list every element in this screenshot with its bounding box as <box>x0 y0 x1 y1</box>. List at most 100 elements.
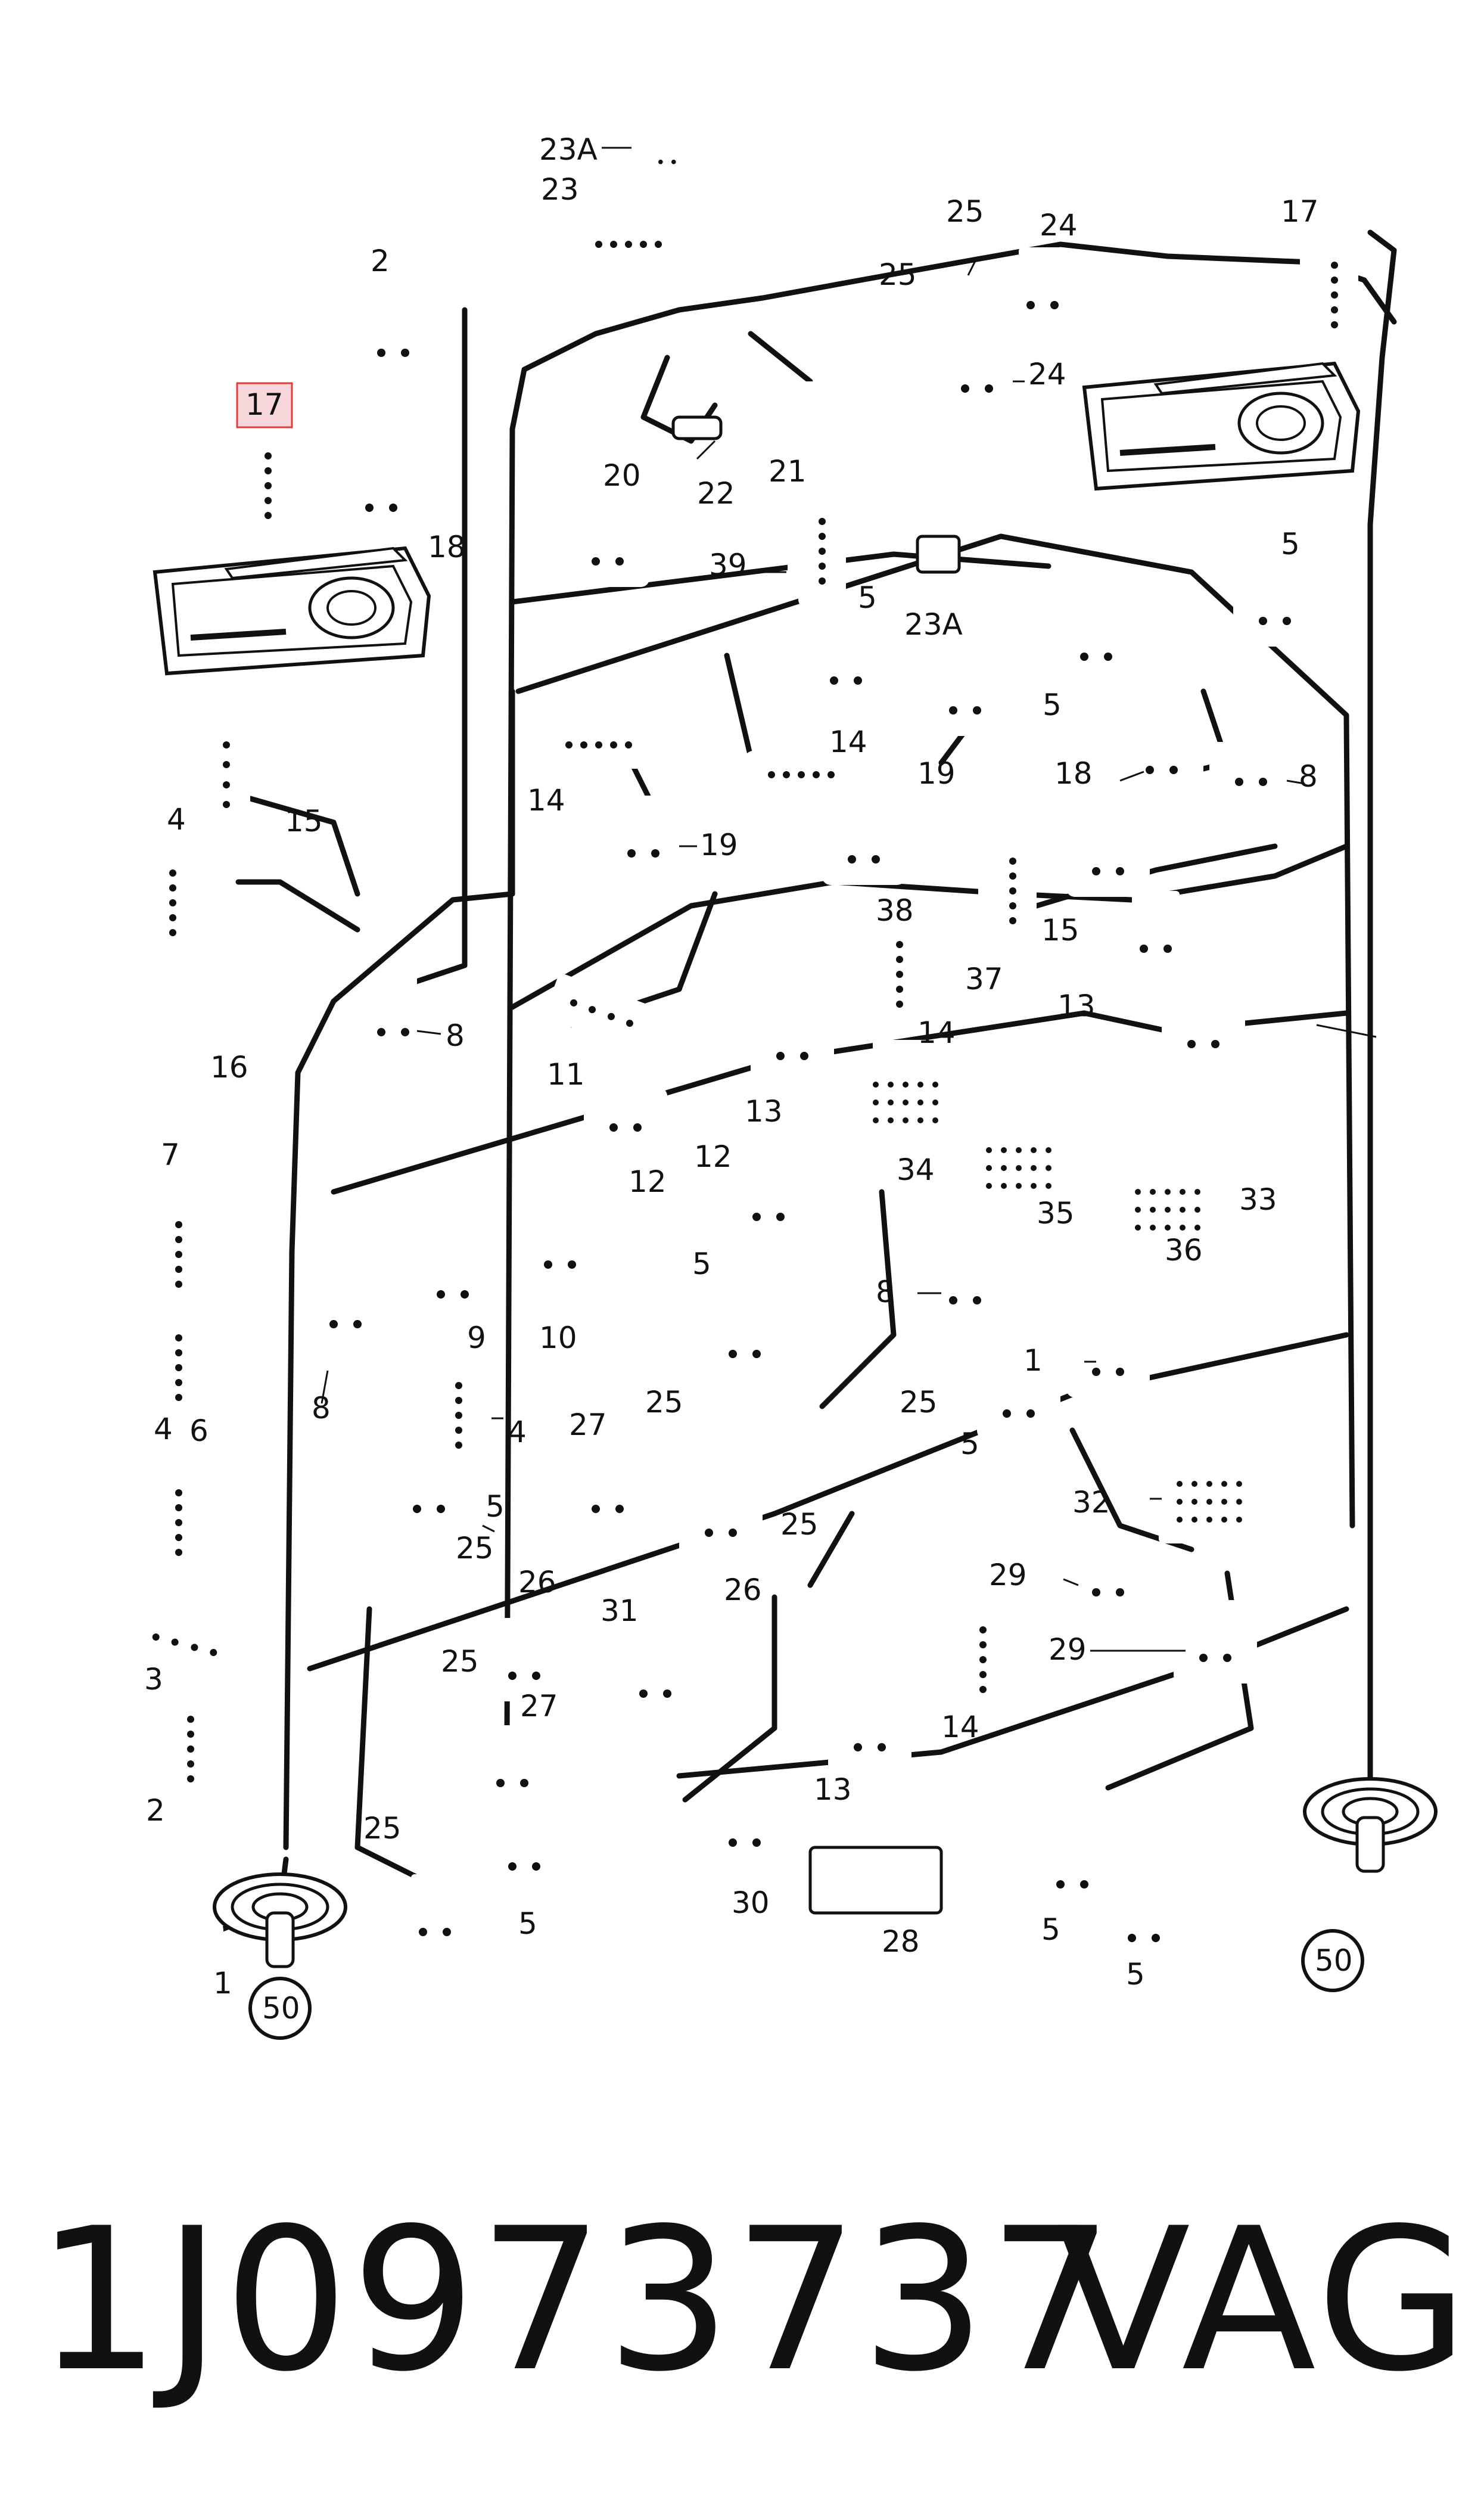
connector-6-icon <box>144 1317 203 1424</box>
connector-14-c-icon <box>865 924 923 1031</box>
connector-27-b-icon <box>471 1725 554 1809</box>
part-number: 1J0973737 <box>36 2186 1116 2415</box>
connector-5-b-icon <box>1054 599 1138 682</box>
callout-5-g: 5 <box>518 1906 537 1941</box>
components <box>126 130 1436 2044</box>
connector-32-icon <box>1159 1439 1260 1543</box>
callout-4-b: 4 <box>508 1415 527 1449</box>
callout-18-a: 18 <box>428 530 466 564</box>
connector-5-i-icon <box>1102 1880 1186 1964</box>
connector-23a-mid-icon <box>916 535 961 574</box>
grommet-left-icon <box>214 1874 346 1967</box>
callout-27-b: 27 <box>520 1689 558 1723</box>
connector-19-b-icon <box>602 796 685 879</box>
right-headlamp-icon <box>1084 364 1358 489</box>
connector-10-icon <box>518 1207 602 1290</box>
connector-2-top-icon <box>351 295 435 378</box>
connector-26-a-icon <box>679 1475 763 1558</box>
connector-24-a-icon <box>1001 247 1084 331</box>
highlighted-callout-box <box>236 382 293 428</box>
connector-11-icon <box>543 972 661 1054</box>
connector-8-c-icon <box>304 1266 387 1350</box>
connector-5-d-icon <box>703 1296 786 1380</box>
callout-25-d: 25 <box>900 1385 938 1420</box>
callout-35: 35 <box>1037 1196 1075 1231</box>
connector-20-icon <box>566 504 649 587</box>
connector-27-a-icon <box>566 1451 649 1535</box>
callout-5-c: 5 <box>1043 688 1062 722</box>
callout-17-right: 17 <box>1281 194 1319 229</box>
callout-29-a: 29 <box>989 1558 1027 1592</box>
connector-5-c-icon <box>1233 563 1317 647</box>
callout-28: 28 <box>882 1924 920 1959</box>
callout-12-a: 12 <box>629 1164 667 1199</box>
callout-17-left: 17 <box>245 387 284 422</box>
connector-13-c-top-icon <box>1162 986 1245 1070</box>
callout-23: 23 <box>541 172 579 207</box>
callout-8-c: 8 <box>876 1275 895 1309</box>
connector-19-a-icon <box>923 653 1007 736</box>
connector-15-b-icon <box>1066 813 1150 897</box>
callout-14-a: 14 <box>527 783 565 818</box>
connector-29-b-icon <box>1174 1600 1257 1684</box>
callout-10: 10 <box>539 1321 577 1355</box>
callout-4-c: 4 <box>154 1412 173 1446</box>
callout-7: 7 <box>161 1138 180 1172</box>
callout-labels: 23A 23 25 24 17 2 25 24 17 22 21 18 20 3… <box>144 132 1353 2026</box>
callout-26-b: 26 <box>518 1565 556 1599</box>
callout-14-b: 14 <box>829 725 867 759</box>
callout-34: 34 <box>897 1153 935 1187</box>
callout-50-a: 50 <box>262 1991 300 2026</box>
callout-16: 16 <box>210 1050 248 1085</box>
callout-24-a: 24 <box>1040 208 1078 243</box>
callout-8-a: 8 <box>1299 759 1318 794</box>
connector-13-b-icon <box>751 998 834 1082</box>
connector-5-h-icon <box>1031 1827 1114 1910</box>
connector-21-icon <box>771 381 861 513</box>
callout-8-d: 8 <box>312 1391 331 1425</box>
connector-5-j-icon <box>393 1874 477 1958</box>
connector-23-icon <box>572 210 679 268</box>
connector-18-a-icon <box>340 450 423 533</box>
callout-14-d: 14 <box>941 1710 979 1744</box>
callout-13-a: 13 <box>1057 989 1096 1023</box>
callout-18-b: 18 <box>1054 756 1093 791</box>
callout-32: 32 <box>1072 1485 1110 1520</box>
footer-bar: 1J0973737 VAG <box>0 2175 1484 2425</box>
callout-19-a: 19 <box>917 756 956 791</box>
connector-9-icon <box>411 1237 494 1320</box>
connector-4-a-icon <box>138 852 197 959</box>
callout-5-d: 5 <box>692 1247 711 1281</box>
callout-15-a: 15 <box>285 804 323 838</box>
connector-5-g-icon <box>483 1809 566 1892</box>
connector-17-left-icon <box>234 435 292 542</box>
callout-19-b: 19 <box>700 828 738 862</box>
callout-1-b: 1 <box>213 1966 232 2001</box>
callout-12-b: 12 <box>694 1139 732 1174</box>
callout-25-g: 25 <box>441 1644 479 1679</box>
connector-14-a-icon <box>542 710 649 769</box>
callout-5-a: 5 <box>858 580 877 615</box>
connector-35-icon <box>968 1105 1069 1210</box>
connector-1-b-icon <box>134 1913 223 2044</box>
callout-20: 20 <box>603 458 641 493</box>
callout-13-b: 13 <box>745 1094 783 1129</box>
manufacturer-name: VAG <box>1056 2186 1472 2415</box>
grommet-right-icon <box>1305 1779 1436 1871</box>
callout-14-c: 14 <box>917 1015 956 1050</box>
callout-26-a: 26 <box>724 1573 762 1607</box>
callout-4-a: 4 <box>167 802 186 837</box>
connector-38-icon <box>822 802 906 885</box>
callout-9: 9 <box>467 1321 486 1355</box>
connector-4-c-icon <box>144 1472 203 1579</box>
callout-2-bottom: 2 <box>146 1793 165 1828</box>
connector-34-icon <box>855 1040 956 1144</box>
callout-25-b: 25 <box>879 257 917 292</box>
callout-5-e: 5 <box>960 1427 979 1461</box>
callout-13-c: 13 <box>814 1772 852 1807</box>
callout-36: 36 <box>1165 1233 1203 1268</box>
callout-25-a: 25 <box>946 194 984 229</box>
connector-2-bottom-icon <box>156 1698 214 1806</box>
left-headlamp-icon <box>155 548 429 673</box>
connector-30-icon <box>703 1785 786 1868</box>
